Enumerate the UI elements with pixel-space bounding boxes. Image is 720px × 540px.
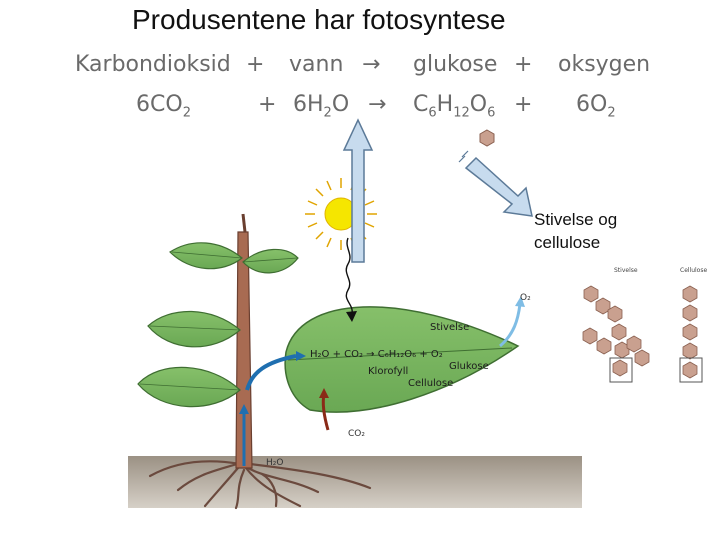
formula-co2: 6CO2 <box>136 92 191 120</box>
formula-o2-text: 6O <box>576 92 608 117</box>
word-plus: + <box>514 52 533 77</box>
formula-o: O <box>469 92 488 117</box>
big-leaf-midrib <box>287 347 513 361</box>
o2-arrow <box>499 303 522 348</box>
leaf-left-upper <box>169 242 243 270</box>
stivelse-label-line1: Stivelse og <box>534 210 618 229</box>
formula-c-sub: 6 <box>428 105 437 121</box>
stem-tip <box>241 213 247 233</box>
water-arrow-head <box>296 351 306 361</box>
formula-h2o-sub: 2 <box>323 105 332 121</box>
stivelse-label-line2: cellulose <box>534 233 601 252</box>
root-water-arrow-head <box>239 404 249 414</box>
leaf-label-cellulose: Cellulose <box>408 378 453 389</box>
leaf-label-glukose: Glukose <box>449 361 489 372</box>
page-title: Produsentene har fotosyntese <box>132 4 506 35</box>
formula-plus: + <box>514 92 533 117</box>
formula-h2o: 6H2O <box>293 92 349 120</box>
formula-h-sub: 12 <box>453 105 470 121</box>
water-transport-arrow <box>245 354 297 391</box>
word-plus: + <box>246 52 265 77</box>
stivelse-cellulose-label: Stivelse og cellulose <box>534 208 617 254</box>
formula-glucose: C6H12O6 <box>413 92 495 120</box>
diagonal-arrow <box>458 150 533 217</box>
small-leaves <box>137 242 299 408</box>
starch-structure-label: Stivelse <box>614 267 638 274</box>
leaf-label-klorofyll: Klorofyll <box>368 366 408 377</box>
word-oxygen: oksygen <box>558 52 651 77</box>
big-leaf <box>284 306 520 413</box>
co2-arrow-head <box>319 388 329 398</box>
formula-h2o-tail: O <box>331 92 350 117</box>
sunlight-ray <box>345 237 353 315</box>
word-arrow: → <box>362 52 381 77</box>
sun <box>305 178 377 250</box>
leaf-reaction-label: H₂O + CO₂ → C₆H₁₂O₆ + O₂ <box>310 349 443 360</box>
up-arrow <box>342 118 374 263</box>
formula-h2o-text: 6H <box>293 92 324 117</box>
formula-o2: 6O2 <box>576 92 616 120</box>
word-carbon-dioxide: Karbondioksid <box>75 52 231 77</box>
leaf-left-middle <box>147 310 241 348</box>
leaf-right-upper <box>242 248 299 274</box>
formula-o2-sub: 2 <box>607 105 616 121</box>
formula-arrow: → <box>368 92 387 117</box>
leaf-label-stivelse: Stivelse <box>430 322 469 333</box>
starch-structure: Stivelse <box>582 267 650 383</box>
formula-co2-sub: 2 <box>182 105 191 121</box>
word-glucose: glukose <box>413 52 498 77</box>
o2-label: O₂ <box>520 293 531 303</box>
formula-c: C <box>413 92 429 117</box>
formula-h: H <box>436 92 454 117</box>
o2-arrow-head <box>515 296 525 307</box>
cellulose-structure-label: Cellulose <box>680 267 707 274</box>
sunlight-arrow-head <box>346 311 357 322</box>
cellulose-structure: Cellulose <box>679 267 707 383</box>
h2o-label: H₂O <box>266 458 283 468</box>
formula-co2-text: 6CO <box>136 92 183 117</box>
word-water: vann <box>289 52 344 77</box>
glucose-hexagon-icon <box>479 129 495 147</box>
formula-o-sub: 6 <box>487 105 496 121</box>
formula-plus: + <box>258 92 277 117</box>
co2-label: CO₂ <box>348 429 365 439</box>
